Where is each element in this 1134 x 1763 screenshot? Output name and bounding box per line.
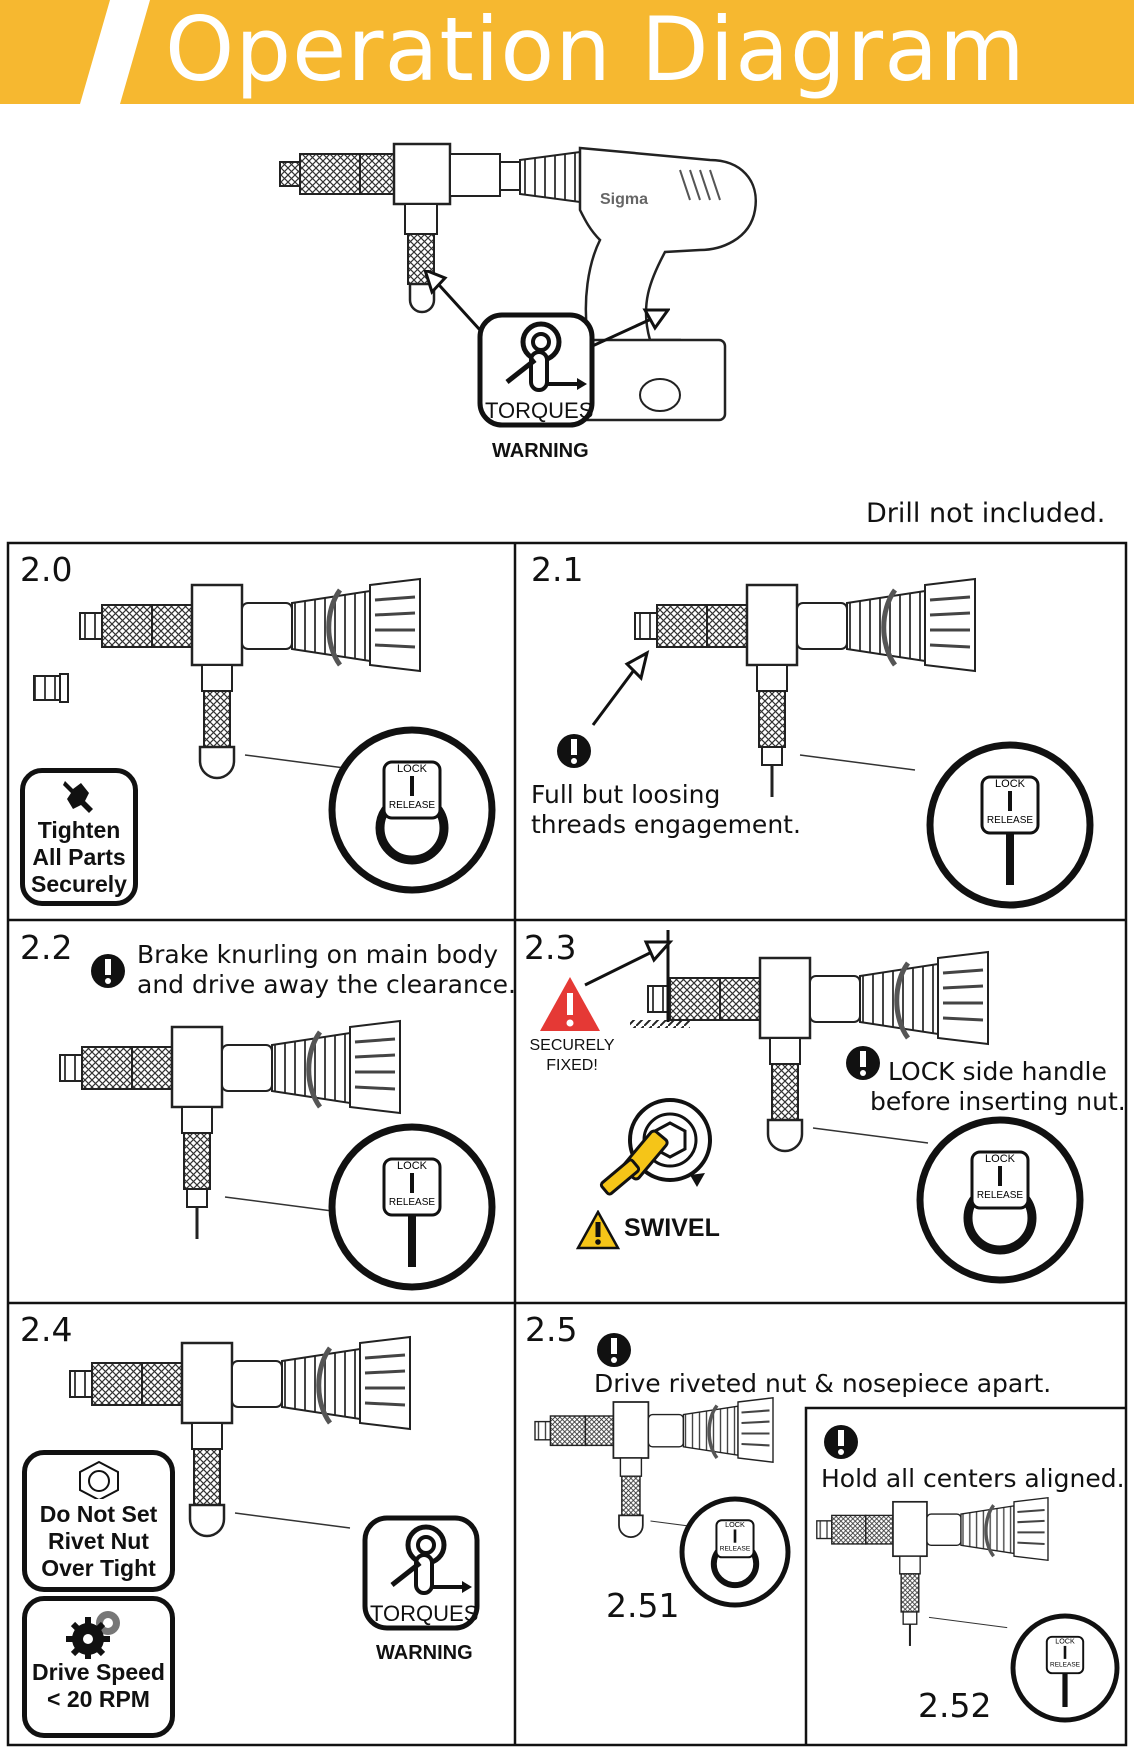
warning-icon-23	[845, 1045, 881, 1085]
header-background	[0, 0, 1134, 104]
lock-handle-line-2: before inserting nut.	[870, 1087, 1126, 1116]
header-slash	[80, 0, 150, 104]
lock-label: LOCK	[397, 1160, 428, 1172]
lock-knob-2-1: LOCK RELEASE	[926, 741, 1094, 909]
drive-apart-text: Drive riveted nut & nosepiece apart.	[594, 1369, 1052, 1398]
rivet-nut-icon	[33, 673, 69, 703]
tool-2-0	[79, 577, 421, 780]
do-not-line-2: Rivet Nut	[48, 1528, 149, 1554]
warning-icon-22	[90, 953, 126, 993]
brand-label: Sigma	[600, 191, 648, 208]
tool-2-3	[647, 950, 989, 1153]
do-not-line-3: Over Tight	[41, 1555, 156, 1581]
tool-2-1	[634, 577, 976, 797]
pointer-arrow-21	[591, 650, 650, 726]
drill-not-included-note: Drill not included.	[866, 498, 1106, 529]
do-not-line-1: Do Not Set	[39, 1501, 158, 1527]
lock-knob-2-52: LOCK RELEASE	[1010, 1613, 1120, 1723]
brake-line-1: Brake knurling on main body	[137, 940, 498, 969]
loosing-line-2: threads engagement.	[531, 810, 801, 839]
release-label: RELEASE	[1050, 1662, 1081, 1669]
step-2-51-label: 2.51	[606, 1586, 680, 1625]
do-not-set-badge: Do Not Set Rivet Nut Over Tight	[22, 1450, 175, 1592]
torques-label: TORQUES	[485, 398, 593, 423]
badge-line-3: Securely	[31, 871, 127, 897]
lock-knob-2-51: LOCK RELEASE	[679, 1496, 791, 1608]
drive-speed-badge: Drive Speed < 20 RPM	[22, 1596, 175, 1738]
torques-label-24: TORQUES	[370, 1601, 478, 1626]
release-label: RELEASE	[720, 1546, 751, 1553]
torque-warning-icon-24: TORQUES	[362, 1515, 480, 1631]
step-2-1-label: 2.1	[531, 550, 584, 589]
tighten-badge: Tighten All Parts Securely	[20, 768, 138, 906]
page-title: Operation Diagram	[165, 0, 1026, 101]
securely-fixed-label: SECURELY FIXED!	[524, 1036, 620, 1076]
step-2-4-label: 2.4	[20, 1310, 73, 1349]
release-label: RELEASE	[987, 815, 1033, 826]
lock-knob-2-0: LOCK RELEASE	[328, 726, 496, 894]
drive-speed-line-2: < 20 RPM	[47, 1686, 150, 1712]
tool-2-2	[59, 1019, 401, 1239]
lock-label: LOCK	[985, 1153, 1016, 1165]
hex-nut-icon	[78, 1460, 119, 1499]
lock-knob-2-2: LOCK RELEASE	[328, 1123, 496, 1291]
step-2-0-label: 2.0	[20, 550, 73, 589]
release-label: RELEASE	[977, 1190, 1023, 1201]
warning-label-24: WARNING	[376, 1642, 473, 1664]
warning-icon-252	[823, 1424, 859, 1464]
drive-speed-line-1: Drive Speed	[32, 1659, 165, 1685]
torque-warning-icon: TORQUES	[477, 312, 595, 428]
swivel-label: SWIVEL	[624, 1214, 720, 1242]
step-2-3-label: 2.3	[524, 928, 577, 967]
fixture-arrow-23	[584, 930, 690, 1028]
step-2-2-label: 2.2	[20, 928, 73, 967]
badge-line-1: Tighten	[37, 817, 121, 843]
warning-label: WARNING	[492, 440, 589, 462]
lock-label: LOCK	[995, 778, 1026, 790]
fixed-text: FIXED!	[546, 1057, 598, 1074]
badge-line-2: All Parts	[32, 844, 126, 870]
lock-label: LOCK	[397, 763, 428, 775]
drill-illustration: Sigma	[279, 142, 758, 422]
loosing-line-1: Full but loosing	[531, 780, 721, 809]
step-2-5-label: 2.5	[525, 1310, 578, 1349]
lock-handle-line-1: LOCK side handle	[888, 1057, 1107, 1086]
tool-2-51	[534, 1397, 774, 1538]
yellow-warning-icon	[576, 1210, 620, 1250]
swivel-wrench-icon	[599, 1098, 712, 1196]
brake-line-2: and drive away the clearance.	[137, 970, 516, 999]
lock-knob-2-3: LOCK RELEASE	[916, 1116, 1084, 1284]
red-warning-triangle-icon	[540, 977, 600, 1031]
release-label: RELEASE	[389, 1197, 435, 1208]
lock-label: LOCK	[1055, 1637, 1075, 1645]
wrench-icon	[63, 781, 93, 813]
tool-2-52	[816, 1496, 1049, 1646]
warning-icon-25	[596, 1332, 632, 1372]
lock-label: LOCK	[725, 1520, 745, 1529]
warning-icon-21	[556, 733, 592, 773]
step-2-52-label: 2.52	[918, 1686, 992, 1725]
securely-text: SECURELY	[529, 1037, 615, 1054]
tool-2-4	[69, 1335, 411, 1538]
aligned-text: Hold all centers aligned.	[821, 1464, 1125, 1493]
gears-icon	[65, 1611, 120, 1659]
header-bar: Operation Diagram	[0, 0, 1134, 104]
release-label: RELEASE	[389, 800, 435, 811]
